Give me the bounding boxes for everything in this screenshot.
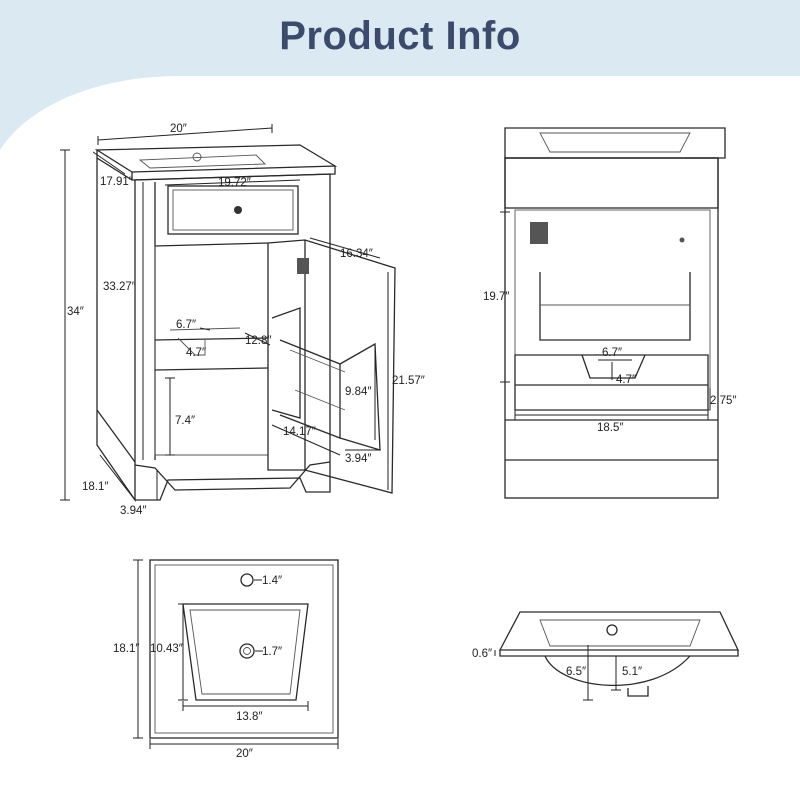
dim-drain: 1.7″: [262, 646, 282, 658]
dimension-lines: [60, 124, 389, 501]
sink-basin-outline: [539, 132, 691, 153]
vanity-front-view: 19.7″ 6.7″ 4.7″ 2.75″ 18.5″: [483, 127, 736, 499]
dim-shelf-width: 18.5″: [597, 422, 623, 434]
hinge-icon: [530, 222, 548, 244]
dimension-labels: 0.6″ 6.5″ 5.1″: [472, 648, 642, 678]
dim-shelf-clearance: 7.4″: [175, 415, 195, 427]
sink-side-view: 0.6″ 6.5″ 5.1″: [472, 611, 740, 701]
sink-basin-outline: [138, 154, 267, 169]
sink-top-view: 1.4″ 18.1″ 10.43″ 1.7″ 13.8″ 20″: [113, 559, 339, 760]
dim-door-rack-height: 9.84″: [345, 386, 371, 398]
shelf-cutout: [177, 337, 206, 356]
sink-bowl: [544, 655, 691, 686]
door-hinge: [297, 258, 309, 274]
dim-shelf-height: 2.75″: [710, 395, 736, 407]
dim-shelf-depth: 12.8″: [245, 335, 271, 347]
dim-cabinet-height: 33.27″: [103, 281, 136, 293]
dim-bowl-depth: 6.5″: [566, 666, 586, 678]
dimension-lines: [494, 645, 621, 701]
dimension-labels: 19.7″ 6.7″ 4.7″ 2.75″ 18.5″: [483, 291, 736, 434]
dim-basin-width: 13.8″: [236, 711, 262, 723]
drawer-knob: [234, 206, 242, 214]
dim-door-rack-depth: 3.94″: [345, 453, 371, 465]
dim-toe-kick: 3.94″: [120, 505, 146, 517]
dim-sink-width: 20″: [236, 748, 253, 760]
dimension-labels: 1.4″ 18.1″ 10.43″ 1.7″ 13.8″ 20″: [113, 575, 282, 760]
faucet-hole-icon: [606, 624, 618, 636]
dim-drawer-width: 19.72″: [218, 177, 251, 189]
dimension-lines: [133, 559, 339, 749]
dim-door-rack-width: 14.17″: [283, 426, 316, 438]
dim-inner-depth: 5.1″: [622, 666, 642, 678]
dim-base-depth: 18.1″: [82, 481, 108, 493]
vanity-perspective-view: 20″ 17.91″ 19.72″ 16.34″ 34″ 33.27″ 6.7″…: [60, 123, 425, 517]
dim-top-depth: 17.91″: [100, 176, 133, 188]
dim-faucet-hole: 1.4″: [262, 575, 282, 587]
dim-interior-height: 19.7″: [483, 291, 509, 303]
dim-total-height: 34″: [67, 306, 84, 318]
sink-basin-outline: [539, 619, 701, 647]
header-banner: [0, 0, 800, 150]
sink-basin: [182, 603, 309, 701]
page-title: Product Info: [279, 14, 521, 58]
dim-door-height: 21.57″: [392, 375, 425, 387]
dim-top-width: 20″: [170, 123, 187, 135]
dim-cutout-depth: 4.7″: [616, 374, 636, 386]
drawer: [167, 185, 299, 235]
faucet-hole-icon: [240, 573, 254, 587]
dim-sink-depth: 18.1″: [113, 643, 139, 655]
dimension-labels: 20″ 17.91″ 19.72″ 16.34″ 34″ 33.27″ 6.7″…: [67, 123, 425, 517]
dim-cutout-width: 6.7″: [176, 319, 196, 331]
dim-basin-depth: 10.43″: [150, 643, 183, 655]
dim-thickness: 0.6″: [472, 648, 492, 660]
dim-door-width: 16.34″: [340, 248, 373, 260]
dimension-lines: [500, 211, 711, 420]
dim-cutout-depth: 4.7″: [186, 347, 206, 359]
dim-cutout-width: 6.7″: [602, 347, 622, 359]
drain-icon: [239, 643, 255, 659]
